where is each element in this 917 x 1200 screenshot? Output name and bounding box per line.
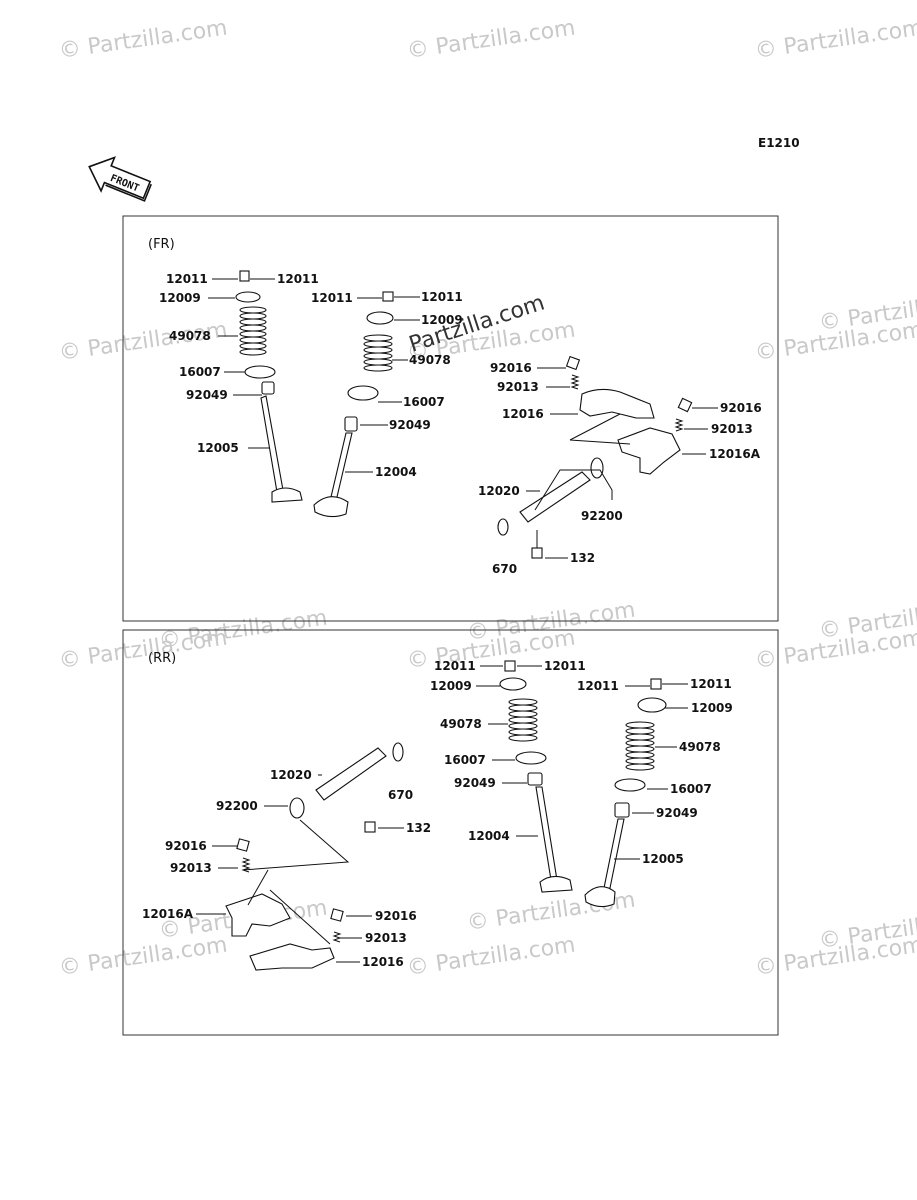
part-number-callout: 92016 [375, 909, 417, 923]
rr-parts [225, 660, 667, 971]
part-number-callout: 670 [492, 562, 517, 576]
watermark-text: © Partzilla.com [405, 933, 577, 981]
part-number-callout: 12011 [311, 291, 353, 305]
section-fr-title: (FR) [148, 237, 175, 252]
spring-icon [363, 334, 393, 372]
part-number-callout: 16007 [179, 365, 221, 379]
part-number-callout: 12011 [277, 272, 319, 286]
part-number-callout: 92013 [170, 861, 212, 875]
part-number-callout: 49078 [409, 353, 451, 367]
spring-icon [508, 698, 538, 742]
watermark-text: © Partzilla.com [57, 933, 229, 981]
part-number-callout: 12016A [142, 907, 194, 921]
part-number-callout: 12009 [421, 313, 463, 327]
part-number-callout: 12020 [270, 768, 312, 782]
part-number-callout: 16007 [444, 753, 486, 767]
section-rr-title: (RR) [148, 651, 176, 666]
part-number-callout: 12020 [478, 484, 520, 498]
front-arrow-icon: FRONT [88, 156, 152, 202]
part-number-callout: 12016 [362, 955, 404, 969]
section-rr-frame [122, 629, 779, 1036]
part-number-callout: 12005 [197, 441, 239, 455]
part-number-callout: 49078 [169, 329, 211, 343]
part-number-callout: 92013 [497, 380, 539, 394]
part-number-callout: 12004 [468, 829, 510, 843]
part-number-callout: 12011 [544, 659, 586, 673]
part-number-callout: 92013 [365, 931, 407, 945]
part-number-callout: 670 [388, 788, 413, 802]
part-number-callout: 12004 [375, 465, 417, 479]
callout-layer: 12011 12011 12009 49078 16007 92049 12005 12011… [142, 272, 762, 969]
part-number-callout: 132 [406, 821, 431, 835]
part-number-callout: 12009 [159, 291, 201, 305]
part-number-callout: 92049 [186, 388, 228, 402]
part-number-callout: 12011 [166, 272, 208, 286]
part-number-callout: 12009 [691, 701, 733, 715]
section-fr-frame [122, 215, 779, 622]
part-number-callout: 92049 [656, 806, 698, 820]
part-number-callout: 92200 [216, 799, 258, 813]
part-number-callout: 92049 [389, 418, 431, 432]
part-number-callout: 16007 [670, 782, 712, 796]
part-number-callout: 12011 [434, 659, 476, 673]
part-number-callout: 12011 [421, 290, 463, 304]
part-number-callout: 49078 [679, 740, 721, 754]
part-number-callout: 92016 [490, 361, 532, 375]
watermark-text: © Partzilla.com [57, 16, 229, 64]
part-number-callout: 132 [570, 551, 595, 565]
part-number-callout: 12016A [709, 447, 761, 461]
part-number-callout: 92016 [720, 401, 762, 415]
fr-parts [235, 270, 693, 559]
watermark-text: © Partzilla.com [753, 16, 917, 64]
spring-icon [625, 721, 655, 771]
part-number-callout: 92013 [711, 422, 753, 436]
part-number-callout: 12016 [502, 407, 544, 421]
part-number-callout: 12011 [577, 679, 619, 693]
diagram-code: E1210 [758, 136, 800, 150]
part-number-callout: 49078 [440, 717, 482, 731]
part-number-callout: 12005 [642, 852, 684, 866]
part-number-callout: 92016 [165, 839, 207, 853]
part-number-callout: 12009 [430, 679, 472, 693]
spring-icon [239, 306, 267, 356]
part-number-callout: 92200 [581, 509, 623, 523]
watermark-text: © Partzilla.com [405, 16, 577, 64]
part-number-callout: 92049 [454, 776, 496, 790]
part-number-callout: 12011 [690, 677, 732, 691]
part-number-callout: 16007 [403, 395, 445, 409]
